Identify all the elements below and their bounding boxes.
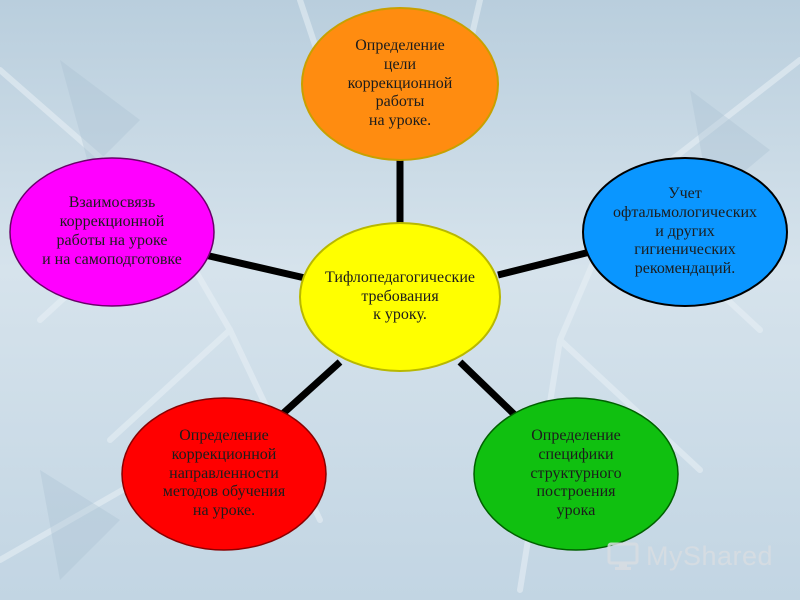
node-right xyxy=(582,157,788,307)
watermark-text: MyShared xyxy=(646,540,774,571)
node-center xyxy=(299,222,501,372)
watermark: MyShared xyxy=(606,534,786,578)
node-bottom-left xyxy=(121,397,327,551)
connector-bottom-right xyxy=(457,359,521,421)
node-bottom-right xyxy=(473,397,679,551)
connector-left xyxy=(204,251,306,282)
node-left xyxy=(9,157,215,307)
connector-bottom-left xyxy=(275,359,343,421)
connector-right xyxy=(497,248,591,279)
node-top xyxy=(301,7,499,161)
monitor-icon xyxy=(607,542,639,570)
